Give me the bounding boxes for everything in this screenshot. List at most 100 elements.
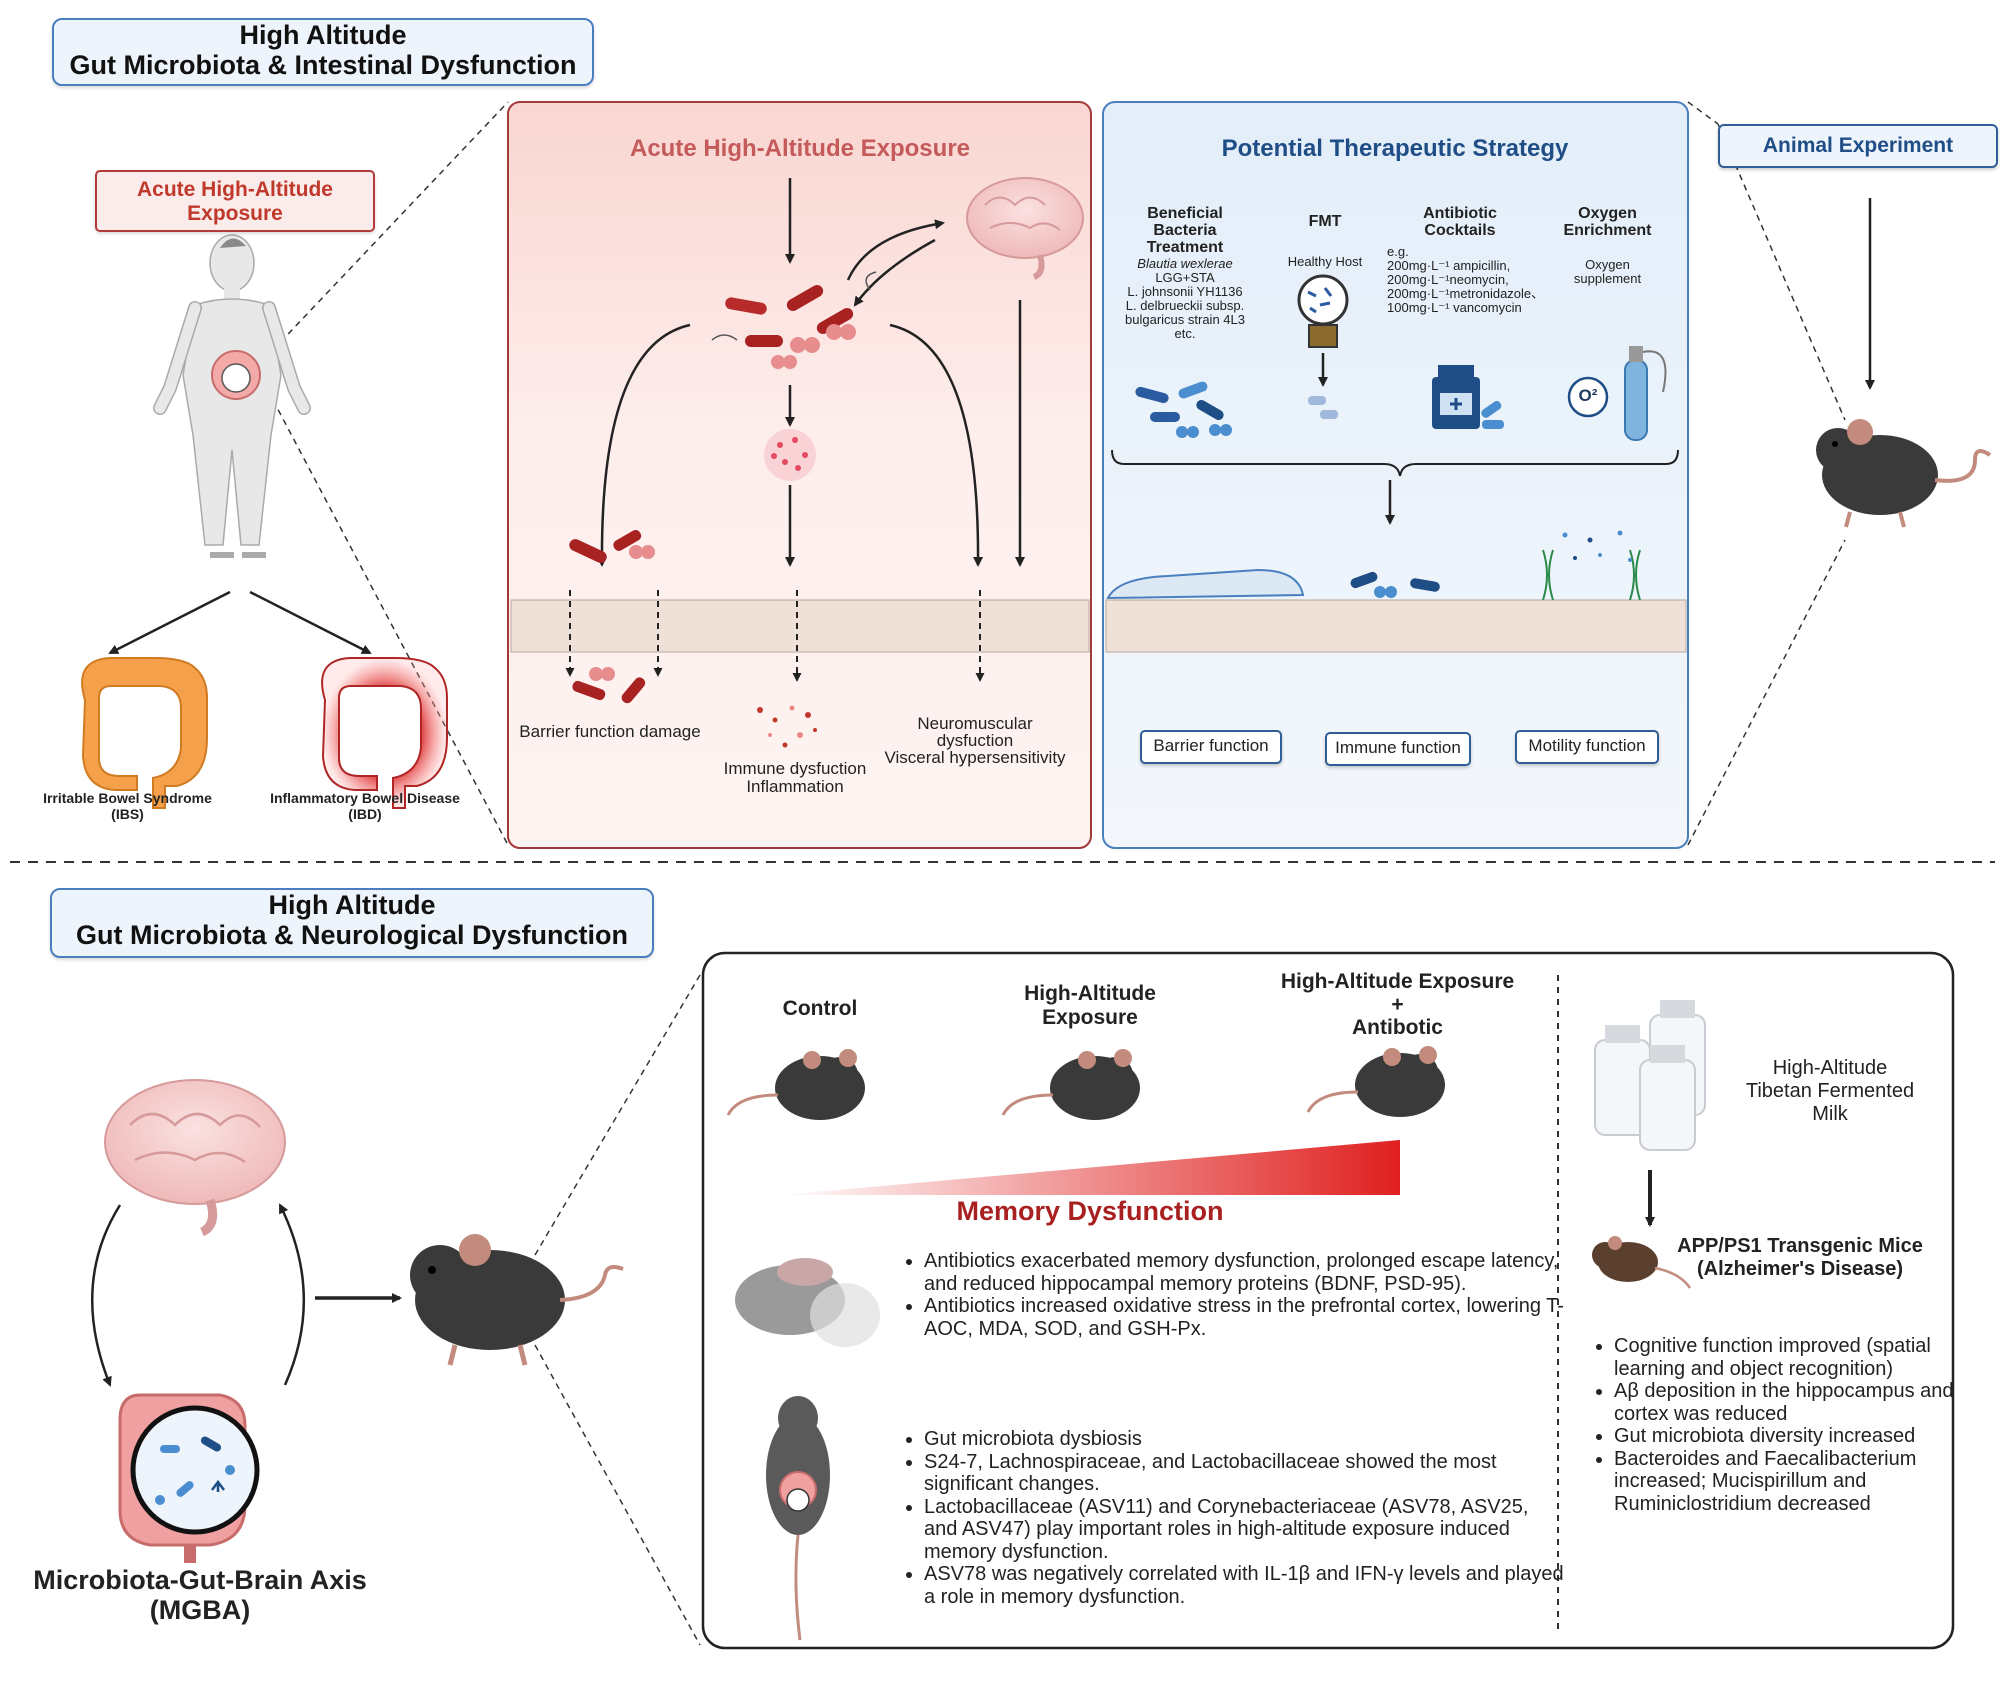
beneficial-bacteria-title: Beneficial Bacteria Treatment [1110,205,1260,256]
fmt-icon [1297,274,1349,419]
col1-title-line3: Treatment [1146,239,1224,256]
haea-line3: Antibotic [1352,1016,1443,1039]
mgba-line2: (MGBA) [149,1595,251,1625]
exposure-label: High-Altitude Exposure [990,982,1190,1030]
arrow [90,1204,122,1387]
col4-title-line1: Oxygen [1578,205,1637,222]
arrow [889,323,984,567]
brace [1111,449,1679,477]
col4-line2: supplement [1573,271,1642,286]
arrow [249,590,372,655]
col3-title-line1: Antibiotic [1423,205,1497,222]
col4-title-line2: Enrichment [1563,222,1652,239]
bacteria-cluster-icon [711,271,877,369]
zoom-line [1717,123,1846,421]
ibs-line2: (IBS) [111,806,144,822]
control-mouse-icon [726,1049,865,1120]
human-body-icon [153,234,311,558]
milk-line2: Tibetan Fermented [1745,1080,1915,1102]
oxygen-title: Oxygen Enrichment [1540,205,1675,239]
haea-line2: + [1391,993,1404,1016]
app-finding: Aβ deposition in the hippocampus and cor… [1614,1380,1959,1425]
gut-findings-list: Gut microbiota dysbiosis S24-7, Lachnosp… [898,1428,1564,1608]
app-findings-list: Cognitive function improved (spatial lea… [1588,1335,1959,1515]
neuro-line3: Visceral hypersensitivity [884,748,1066,767]
memory-finding: Antibiotics exacerbated memory dysfuncti… [924,1250,1564,1295]
arrow [846,219,945,281]
therapy-panel-title: Potential Therapeutic Strategy [1221,135,1569,162]
fmt-text: Healthy Host [1287,254,1363,269]
cytokine-burst-icon [764,429,816,481]
milk-bottles-icon [1594,1000,1706,1151]
col1-line4: bulgaricus strain 4L3 [1125,312,1245,327]
zoom-line [534,974,701,1256]
immune-function-box: Immune function [1325,732,1471,766]
antibiotic-list: e.g. 200mg·L⁻¹ ampicillin, 200mg·L⁻¹neom… [1387,245,1562,315]
barrier-function-box: Barrier function [1140,730,1282,764]
gut-finding: Lactobacillaceae (ASV11) and Corynebacte… [924,1496,1564,1564]
top-title-line2: Gut Microbiota & Intestinal Dysfunction [69,50,577,80]
ibd-label: Inflammatory Bowel Disease (IBD) [250,790,480,822]
col1-line1: LGG+STA [1155,270,1215,285]
immune-line1: Immune dysfuction [723,759,867,778]
acute-epithelium [510,599,1090,653]
gut-finding: ASV78 was negatively correlated with IL-… [924,1563,1564,1608]
ibd-colon-icon [321,657,448,809]
ibd-line1: Inflammatory Bowel Disease [270,790,460,806]
exposure-antibiotic-label: High-Altitude Exposure + Antibotic [1250,970,1545,1039]
neuromuscular-label: Neuromuscular dysfuction Visceral hypers… [860,715,1090,766]
fermented-milk-label: High-Altitude Tibetan Fermented Milk [1720,1057,1940,1126]
app-finding: Bacteroides and Faecalibacterium increas… [1614,1448,1959,1516]
col1-title-line2: Bacteria [1153,222,1217,239]
memory-gradient-wedge [780,1140,1400,1195]
brain-icon [104,1079,286,1237]
exposure-tag-line2: Exposure [187,202,283,225]
milk-line3: Milk [1812,1103,1848,1125]
mouse-icon [410,1234,624,1366]
bottom-title-line2: Gut Microbiota & Neurological Dysfunctio… [75,920,629,950]
beneficial-bacteria-icon [1135,381,1232,438]
col4-line1: Oxygen [1585,257,1630,272]
antibiotic-mouse-icon [1306,1046,1445,1117]
arrow [278,1203,305,1386]
arrow [853,238,936,307]
therapy-epithelium [1105,530,1687,653]
exposure-mouse-icon [1001,1049,1140,1120]
top-title-line1: High Altitude [239,20,407,50]
bottom-section-title: High Altitude Gut Microbiota & Neurologi… [50,888,654,958]
col3-line3: 200mg·L⁻¹metronidazole、 [1387,286,1545,301]
memory-findings-list: Antibiotics exacerbated memory dysfuncti… [898,1250,1564,1340]
col1-line2: L. johnsonii YH1136 [1127,284,1243,299]
antibiotic-title: Antibiotic Cocktails [1385,205,1535,239]
ibd-line2: (IBD) [348,806,382,822]
gut-finding: Gut microbiota dysbiosis [924,1428,1564,1451]
col1-line3: L. delbrueckii subsp. [1125,298,1245,313]
therapy-panel [1102,101,1689,849]
zoom-line [272,101,509,351]
app-finding: Cognitive function improved (spatial lea… [1614,1335,1959,1380]
app-ps1-label: APP/PS1 Transgenic Mice (Alzheimer's Dis… [1650,1235,1950,1281]
barrier-damage-label: Barrier function damage [519,722,701,741]
memory-finding: Antibiotics increased oxidative stress i… [924,1295,1564,1340]
o2-label: O² [1578,386,1598,405]
exposure-tag-line1: Acute High-Altitude [137,178,333,201]
animal-experiment-tag: Animal Experiment [1718,124,1998,168]
neuro-line2: dysfuction [936,731,1014,750]
col1-line0: Blautia wexlerae [1137,256,1233,271]
memory-dysfunction-label: Memory Dysfunction [956,1196,1224,1226]
fmt-title: FMT [1308,213,1342,230]
control-label: Control [782,997,858,1020]
zoom-line [1687,539,1846,846]
haea-line1: High-Altitude Exposure [1280,970,1515,993]
app-line2: (Alzheimer's Disease) [1697,1258,1903,1280]
mgba-label: Microbiota-Gut-Brain Axis (MGBA) [20,1565,380,1625]
app-finding: Gut microbiota diversity increased [1614,1425,1959,1448]
milk-line1: High-Altitude [1772,1057,1888,1079]
col1-title-line1: Beneficial [1147,205,1223,222]
top-section-title: High Altitude Gut Microbiota & Intestina… [52,18,594,86]
col3-title-line2: Cocktails [1424,222,1496,239]
zoom-line [534,1344,701,1646]
ibs-line1: Irritable Bowel Syndrome [43,790,212,806]
